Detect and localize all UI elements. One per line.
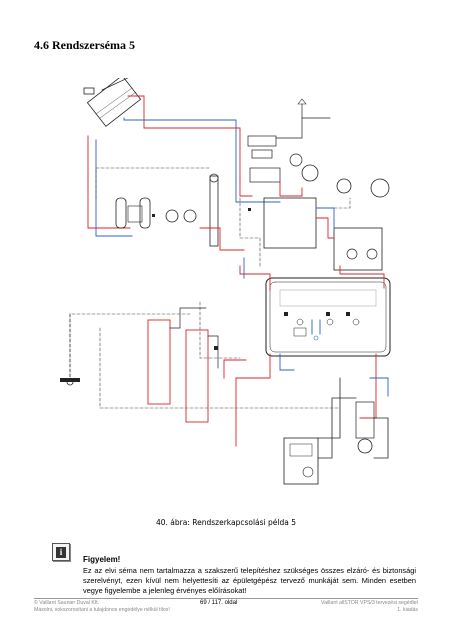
info-icon: i <box>52 543 70 561</box>
info-glyph: i <box>56 546 66 558</box>
dhw-pipes <box>235 177 303 203</box>
solar-loop-cold <box>95 117 237 237</box>
heating-circuits <box>147 307 321 423</box>
boiler-and-expansion <box>115 173 219 247</box>
sensor-symbols <box>152 208 350 350</box>
footer-divider <box>34 598 418 599</box>
note-text: Ez az elvi séma nem tartalmazza a szaksz… <box>83 566 416 596</box>
solar-collector <box>83 78 142 127</box>
outdoor-sensor <box>60 313 80 386</box>
heat-pump-group <box>263 178 390 271</box>
solar-loop-hot <box>87 95 241 229</box>
footer-page-number: 69 / 117. oldal <box>200 600 238 606</box>
buffer-storage-tank <box>265 277 391 357</box>
note-title: Figyelem! <box>83 555 121 564</box>
system-schematic-diagram <box>60 78 391 485</box>
bottom-heat-source <box>283 377 389 485</box>
footer-edition: 1. kiadás <box>397 607 418 613</box>
buffer-cold-loops <box>243 257 389 397</box>
section-heading: 4.6 Rendszerséma 5 <box>34 38 135 52</box>
footer-document-title: Vaillant allSTOR VPS/3 tervezési segédle… <box>321 600 418 606</box>
dhw-station <box>247 98 331 183</box>
footer-copyright: © Vaillant Saunier Duval Kft. <box>34 600 100 606</box>
footer-right: Vaillant allSTOR VPS/3 tervezési segédle… <box>300 600 418 614</box>
footer-notice: Másolni, sokszorosítani a tulajdonos eng… <box>34 607 170 613</box>
footer-left: © Vaillant Saunier Duval Kft. Másolni, s… <box>34 600 170 614</box>
figure-caption: 40. ábra: Rendszerkapcsolási példa 5 <box>155 518 297 527</box>
buffer-hot-loops <box>199 227 385 447</box>
